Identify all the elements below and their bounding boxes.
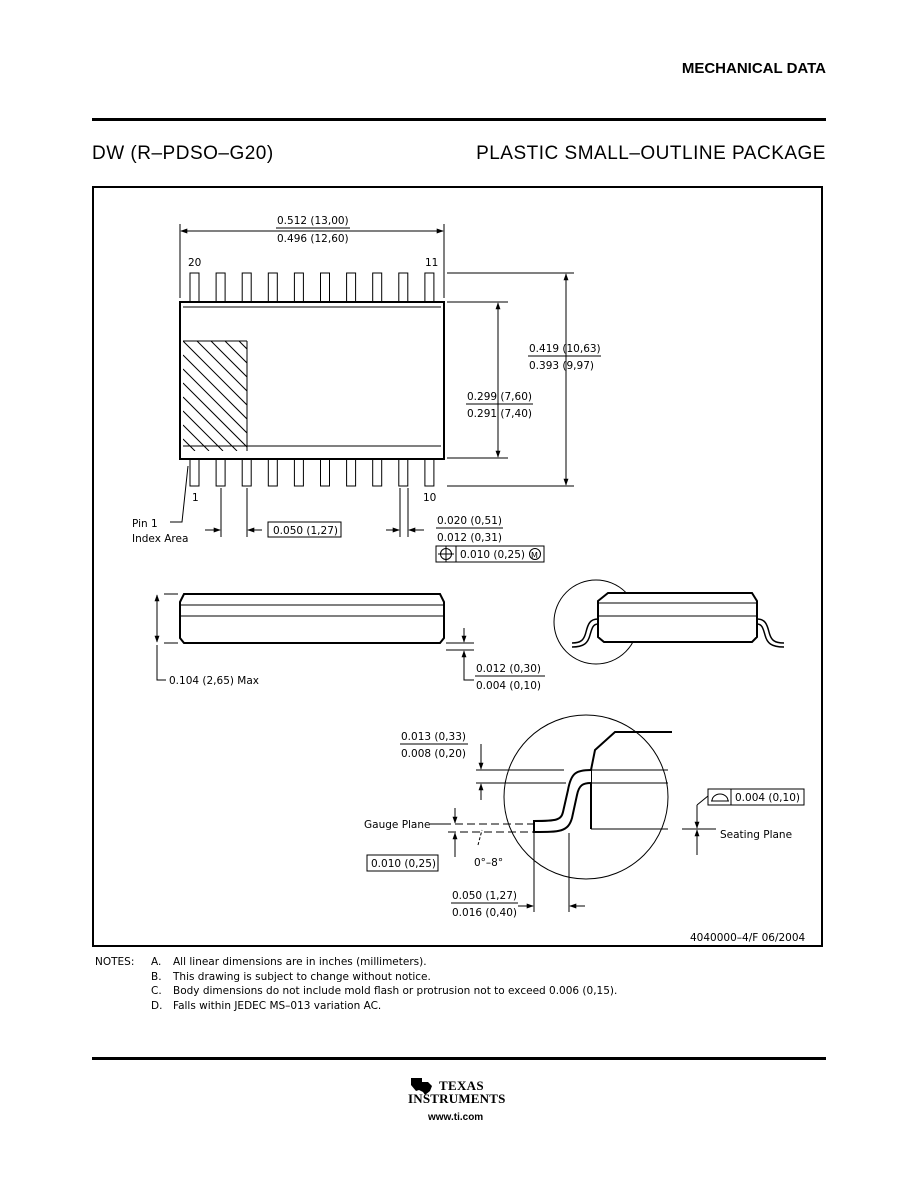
seating-plane-label: Seating Plane: [720, 829, 792, 841]
brand-line1: TEXAS: [439, 1078, 484, 1093]
length-max-label: 0.512 (13,00): [277, 215, 349, 227]
ti-state-icon: [411, 1078, 432, 1095]
position-tolerance-label: 0.010 (0,25): [460, 549, 525, 561]
pin1-label-line1: Pin 1: [132, 518, 158, 530]
lead: [346, 458, 357, 487]
lead: [320, 272, 330, 303]
lead: [372, 458, 383, 487]
position-tolerance-frame: [435, 545, 545, 563]
lead-thickness-min-label: 0.008 (0,20): [401, 748, 466, 760]
lead: [398, 272, 409, 303]
ti-logo: TEXAS INSTRUMENTS www.ti.com: [408, 1076, 518, 1126]
lead: [215, 458, 226, 487]
lead: [398, 458, 409, 487]
top-leads-upper: [189, 272, 435, 303]
detail-body-outline: [590, 731, 672, 829]
angle-label: 0°–8°: [474, 857, 503, 869]
body-width-min-label: 0.291 (7,40): [467, 408, 532, 420]
foot-length-min-label: 0.016 (0,40): [452, 907, 517, 919]
lead: [372, 272, 383, 303]
pitch-box: [267, 521, 342, 538]
lead: [267, 272, 278, 303]
lead: [424, 272, 435, 303]
pin-1-label: 1: [192, 492, 199, 504]
lead: [189, 272, 200, 303]
note-item: D.Falls within JEDEC MS–013 variation AC…: [151, 999, 382, 1012]
note-item: A.All linear dimensions are in inches (m…: [151, 956, 427, 968]
package-body-top-view: [179, 301, 445, 460]
lead: [241, 458, 252, 487]
gauge-plane-label: Gauge Plane: [364, 819, 431, 831]
overall-width-min-label: 0.393 (9,97): [529, 360, 594, 372]
notes-label: NOTES:: [95, 956, 135, 968]
lead-width-max-label: 0.020 (0,51): [437, 515, 502, 527]
pin1-leader: [170, 465, 189, 523]
standoff-min-label: 0.004 (0,10): [476, 680, 541, 692]
mmc-modifier: M: [531, 551, 538, 560]
note-item: C.Body dimensions do not include mold fl…: [151, 985, 618, 997]
page-header-title: MECHANICAL DATA: [681, 60, 826, 77]
lead-thickness-max-label: 0.013 (0,33): [401, 731, 466, 743]
top-leads-lower: [189, 458, 435, 487]
standoff-max-label: 0.012 (0,30): [476, 663, 541, 675]
coplanarity-label: 0.004 (0,10): [735, 792, 800, 804]
pin-20-label: 20: [188, 257, 201, 269]
pin1-index-hatch: [183, 341, 247, 451]
pin-11-label: 11: [425, 257, 438, 269]
package-end-view: [597, 592, 758, 643]
drawing-frame: [92, 186, 823, 947]
height-max-label: 0.104 (2,65) Max: [169, 675, 259, 687]
gauge-dim-label: 0.010 (0,25): [371, 858, 436, 870]
pitch-label: 0.050 (1,27): [273, 525, 338, 537]
note-item: B.This drawing is subject to change with…: [151, 970, 431, 983]
length-min-label: 0.496 (12,60): [277, 233, 349, 245]
header-rule: [92, 118, 826, 121]
lead: [320, 458, 330, 487]
foot-length-max-label: 0.050 (1,27): [452, 890, 517, 902]
lead: [215, 272, 226, 303]
lead: [241, 272, 252, 303]
lead: [293, 272, 304, 303]
lead: [189, 458, 200, 487]
footer-rule: [92, 1057, 826, 1060]
coplanarity-frame: [707, 788, 805, 806]
package-body-side-view: [179, 593, 445, 644]
lead: [267, 458, 278, 487]
footer-url[interactable]: www.ti.com: [428, 1112, 484, 1123]
pin-10-label: 10: [423, 492, 436, 504]
detail-lead: [533, 769, 592, 834]
lead: [346, 272, 357, 303]
package-description: PLASTIC SMALL–OUTLINE PACKAGE: [476, 143, 826, 164]
package-code: DW (R–PDSO–G20): [92, 143, 274, 164]
lead: [293, 458, 304, 487]
brand-line2: INSTRUMENTS: [408, 1091, 506, 1106]
body-width-max-label: 0.299 (7,60): [467, 391, 532, 403]
overall-width-max-label: 0.419 (10,63): [529, 343, 601, 355]
gauge-dim-box: [366, 854, 439, 872]
pin1-label-line2: Index Area: [132, 533, 188, 545]
lead-width-min-label: 0.012 (0,31): [437, 532, 502, 544]
lead: [424, 458, 435, 487]
drawing-number: 4040000–4/F 06/2004: [690, 932, 806, 944]
